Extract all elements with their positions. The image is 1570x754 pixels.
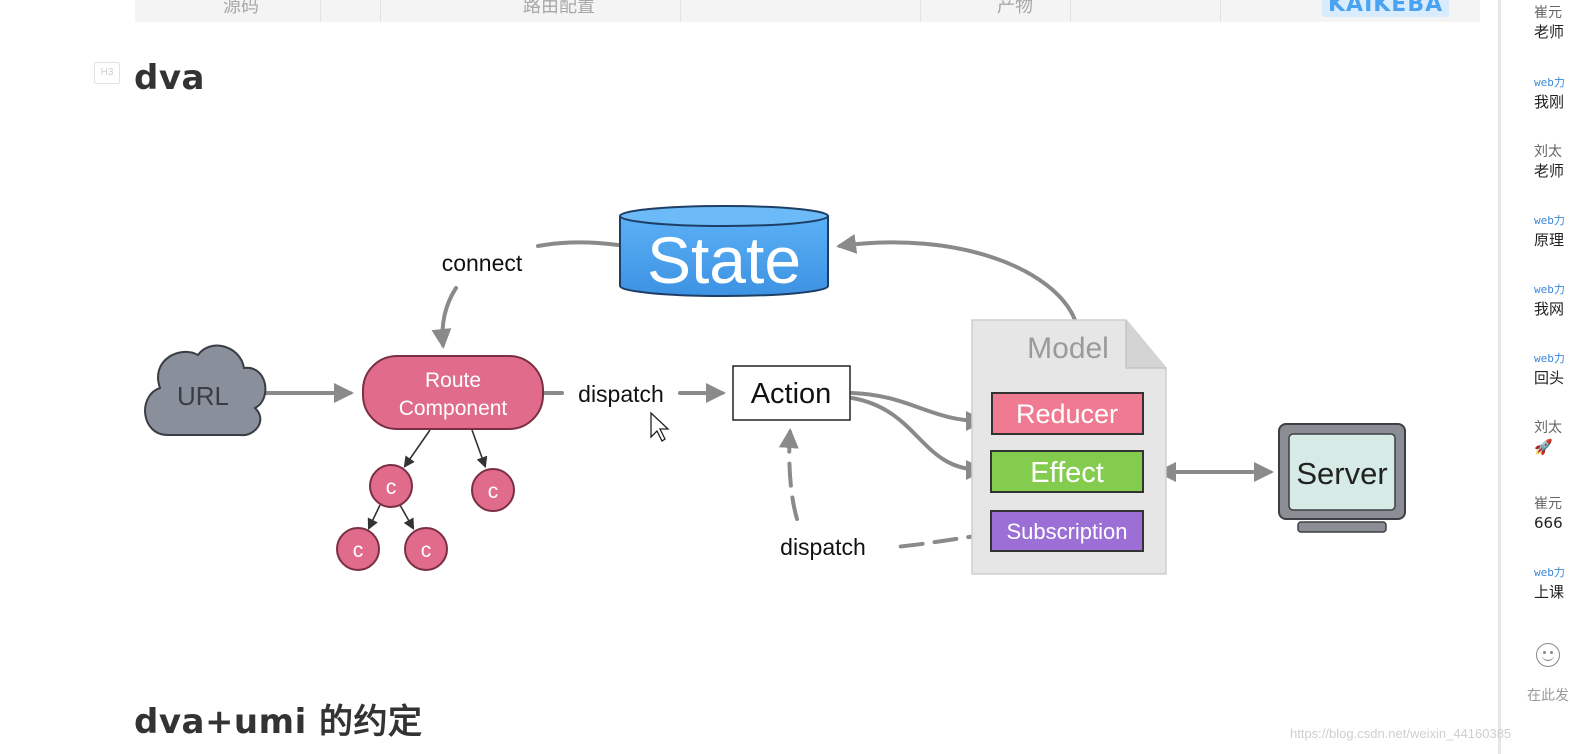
child-component-label: c [488, 480, 499, 503]
top-table-strip: 源码 路由配置 产物 [135, 0, 1480, 22]
chat-panel: 崔元 老师 web力 我刚 刘太 老师 web力 原理 web力 我网 web力… [1498, 0, 1570, 754]
route-component-label-line2: Component [399, 397, 508, 420]
url-cloud: URL [144, 344, 267, 437]
chat-sender: 崔元 [1534, 496, 1562, 512]
table-divider [1070, 0, 1071, 22]
action-to-reducer-arrow [850, 391, 986, 431]
dva-flow-diagram: URL Route Component c c c c connect disp… [144, 205, 1406, 575]
chat-message: 刘太 🚀 [1534, 419, 1570, 457]
chat-message: 崔元 666 [1534, 495, 1570, 533]
emoji-icon[interactable] [1536, 643, 1560, 667]
chat-message: 刘太 老师 [1534, 143, 1570, 181]
dispatch-label: dispatch [578, 381, 664, 407]
state-to-connect-line [536, 240, 620, 248]
table-divider [1220, 0, 1221, 22]
child-component-label: c [353, 539, 364, 562]
chat-sender: 崔元 [1534, 5, 1562, 21]
effect-label: Effect [1030, 457, 1104, 489]
action-label: Action [751, 378, 832, 410]
url-label: URL [177, 381, 229, 411]
chat-input[interactable] [1527, 684, 1570, 708]
chat-sender: web力 [1534, 566, 1565, 579]
child-component-label: c [421, 539, 432, 562]
flow-connectors [260, 233, 1274, 549]
chat-text: 666 [1534, 514, 1563, 532]
server-node: Server [1278, 423, 1406, 533]
chat-message: web力 原理 [1534, 212, 1570, 250]
chat-text: 我网 [1534, 300, 1565, 318]
server-label: Server [1296, 456, 1387, 491]
model-container: Model Reducer Effect Subscription [971, 319, 1167, 575]
chat-sender: web力 [1534, 352, 1565, 365]
chat-message: 崔元 老师 [1534, 4, 1570, 42]
table-cell: 源码 [223, 0, 259, 17]
chat-sender: 刘太 [1534, 144, 1562, 160]
blog-watermark: https://blog.csdn.net/weixin_44160385 [1290, 726, 1512, 741]
state-label: State [647, 223, 801, 297]
chat-sender: 刘太 [1534, 420, 1562, 436]
child-component-label: c [386, 476, 397, 499]
chat-text: 🚀 [1534, 438, 1553, 456]
dispatch-label-subscription: dispatch [780, 534, 866, 560]
action-to-effect-arrow [850, 396, 986, 480]
connect-label: connect [442, 250, 523, 276]
subscription-label: Subscription [1006, 519, 1127, 544]
chat-message: web力 回头 [1534, 350, 1570, 388]
component-tree-lines [367, 429, 488, 531]
table-cell: 产物 [997, 0, 1033, 17]
table-divider [320, 0, 321, 22]
route-component-label-line1: Route [425, 369, 481, 392]
state-store: State [619, 205, 829, 297]
child-components: c c c c [336, 464, 515, 571]
mouse-cursor-icon [650, 411, 670, 442]
action-node: Action [732, 365, 851, 421]
table-divider [380, 0, 381, 22]
model-to-state-arrow [836, 233, 1077, 322]
table-cell: 路由配置 [523, 0, 595, 17]
route-component-node: Route Component [362, 355, 544, 430]
heading-anchor-icon[interactable]: H3 [94, 62, 120, 84]
brand-logo: KAIKEBA [1322, 0, 1450, 17]
connect-to-route-arrow [431, 286, 458, 349]
section-heading-dva: dva [134, 58, 205, 98]
chat-sender: web力 [1534, 214, 1565, 227]
chat-message: web力 上课 [1534, 564, 1570, 602]
chat-message: web力 我刚 [1534, 74, 1570, 112]
chat-sender: web力 [1534, 76, 1565, 89]
model-label: Model [1027, 332, 1109, 365]
chat-text: 回头 [1534, 369, 1565, 387]
table-divider [920, 0, 921, 22]
chat-message: web力 我网 [1534, 281, 1570, 319]
chat-sender: web力 [1534, 283, 1565, 296]
chat-text: 原理 [1534, 231, 1565, 249]
chat-text: 老师 [1534, 23, 1565, 41]
chat-text: 上课 [1534, 583, 1565, 601]
chat-text: 我刚 [1534, 93, 1565, 111]
dispatch-to-action-dashed-arrow [778, 428, 799, 521]
reducer-label: Reducer [1016, 399, 1118, 429]
section-heading-dva-umi: dva+umi 的约定 [134, 702, 423, 742]
chat-text: 老师 [1534, 162, 1565, 180]
table-divider [680, 0, 681, 22]
